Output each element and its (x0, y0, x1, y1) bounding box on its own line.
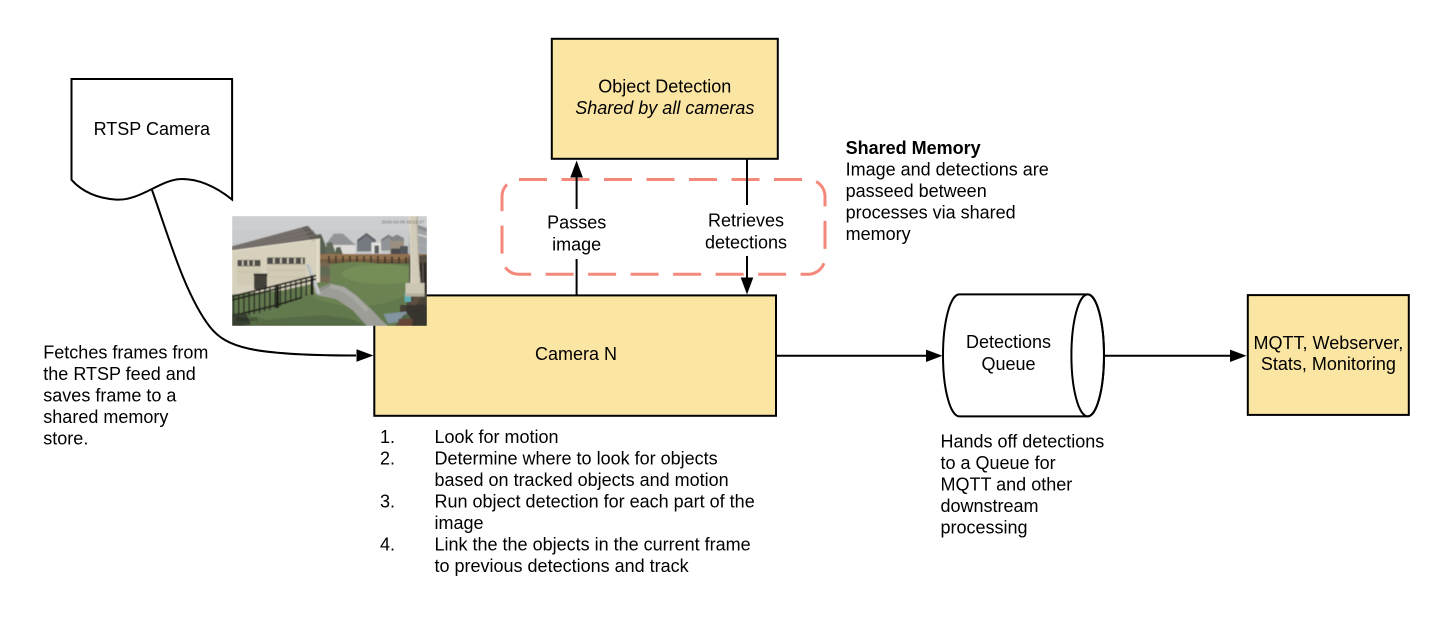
svg-text:memory: memory (846, 224, 911, 244)
svg-text:2019-03-06 09:15:47: 2019-03-06 09:15:47 (382, 220, 425, 225)
svg-text:detections: detections (705, 233, 787, 253)
svg-text:processes via shared: processes via shared (846, 202, 1016, 222)
svg-text:processing: processing (941, 518, 1028, 538)
svg-text:2.: 2. (380, 449, 395, 469)
svg-text:Queue: Queue (981, 354, 1035, 374)
svg-text:Object Detection: Object Detection (598, 77, 731, 97)
svg-text:shared memory: shared memory (43, 407, 168, 427)
svg-text:Look for motion: Look for motion (435, 427, 559, 447)
svg-text:image: image (435, 513, 484, 533)
svg-text:RTSP Camera: RTSP Camera (94, 119, 211, 139)
svg-text:Passes: Passes (547, 212, 606, 232)
svg-text:Run object detection for each: Run object detection for each part of th… (435, 492, 755, 512)
svg-text:Detections: Detections (966, 332, 1051, 352)
svg-text:Hands off detections: Hands off detections (941, 432, 1105, 452)
svg-text:Shared Memory: Shared Memory (846, 138, 981, 158)
svg-text:Shared by all cameras: Shared by all cameras (575, 98, 754, 118)
svg-text:Fetches frames from: Fetches frames from (43, 342, 208, 362)
svg-text:MQTT and other: MQTT and other (941, 475, 1073, 495)
svg-text:passeed between: passeed between (846, 181, 987, 201)
svg-text:MQTT, Webserver,: MQTT, Webserver, (1254, 333, 1404, 353)
svg-text:to previous detections and tra: to previous detections and track (435, 556, 690, 576)
svg-text:Camera N: Camera N (535, 344, 617, 364)
svg-text:Retrieves: Retrieves (708, 211, 784, 231)
svg-text:4.: 4. (380, 535, 395, 555)
svg-text:the RTSP feed and: the RTSP feed and (43, 364, 195, 384)
svg-text:Image and detections are: Image and detections are (846, 160, 1049, 180)
svg-text:Stats, Monitoring: Stats, Monitoring (1261, 354, 1396, 374)
svg-text:Link the the objects in the cu: Link the the objects in the current fram… (435, 535, 751, 555)
svg-text:1.: 1. (380, 427, 395, 447)
svg-text:image: image (552, 234, 601, 254)
svg-text:saves frame to a: saves frame to a (43, 385, 177, 405)
svg-text:Determine where to look for ob: Determine where to look for objects (435, 449, 718, 469)
svg-text:3.: 3. (380, 492, 395, 512)
svg-text:based on tracked objects and m: based on tracked objects and motion (435, 470, 729, 490)
svg-text:Backyard: Backyard (237, 317, 258, 323)
svg-text:store.: store. (43, 428, 88, 448)
svg-text:downstream: downstream (941, 496, 1039, 516)
svg-text:to a Queue for: to a Queue for (941, 453, 1056, 473)
